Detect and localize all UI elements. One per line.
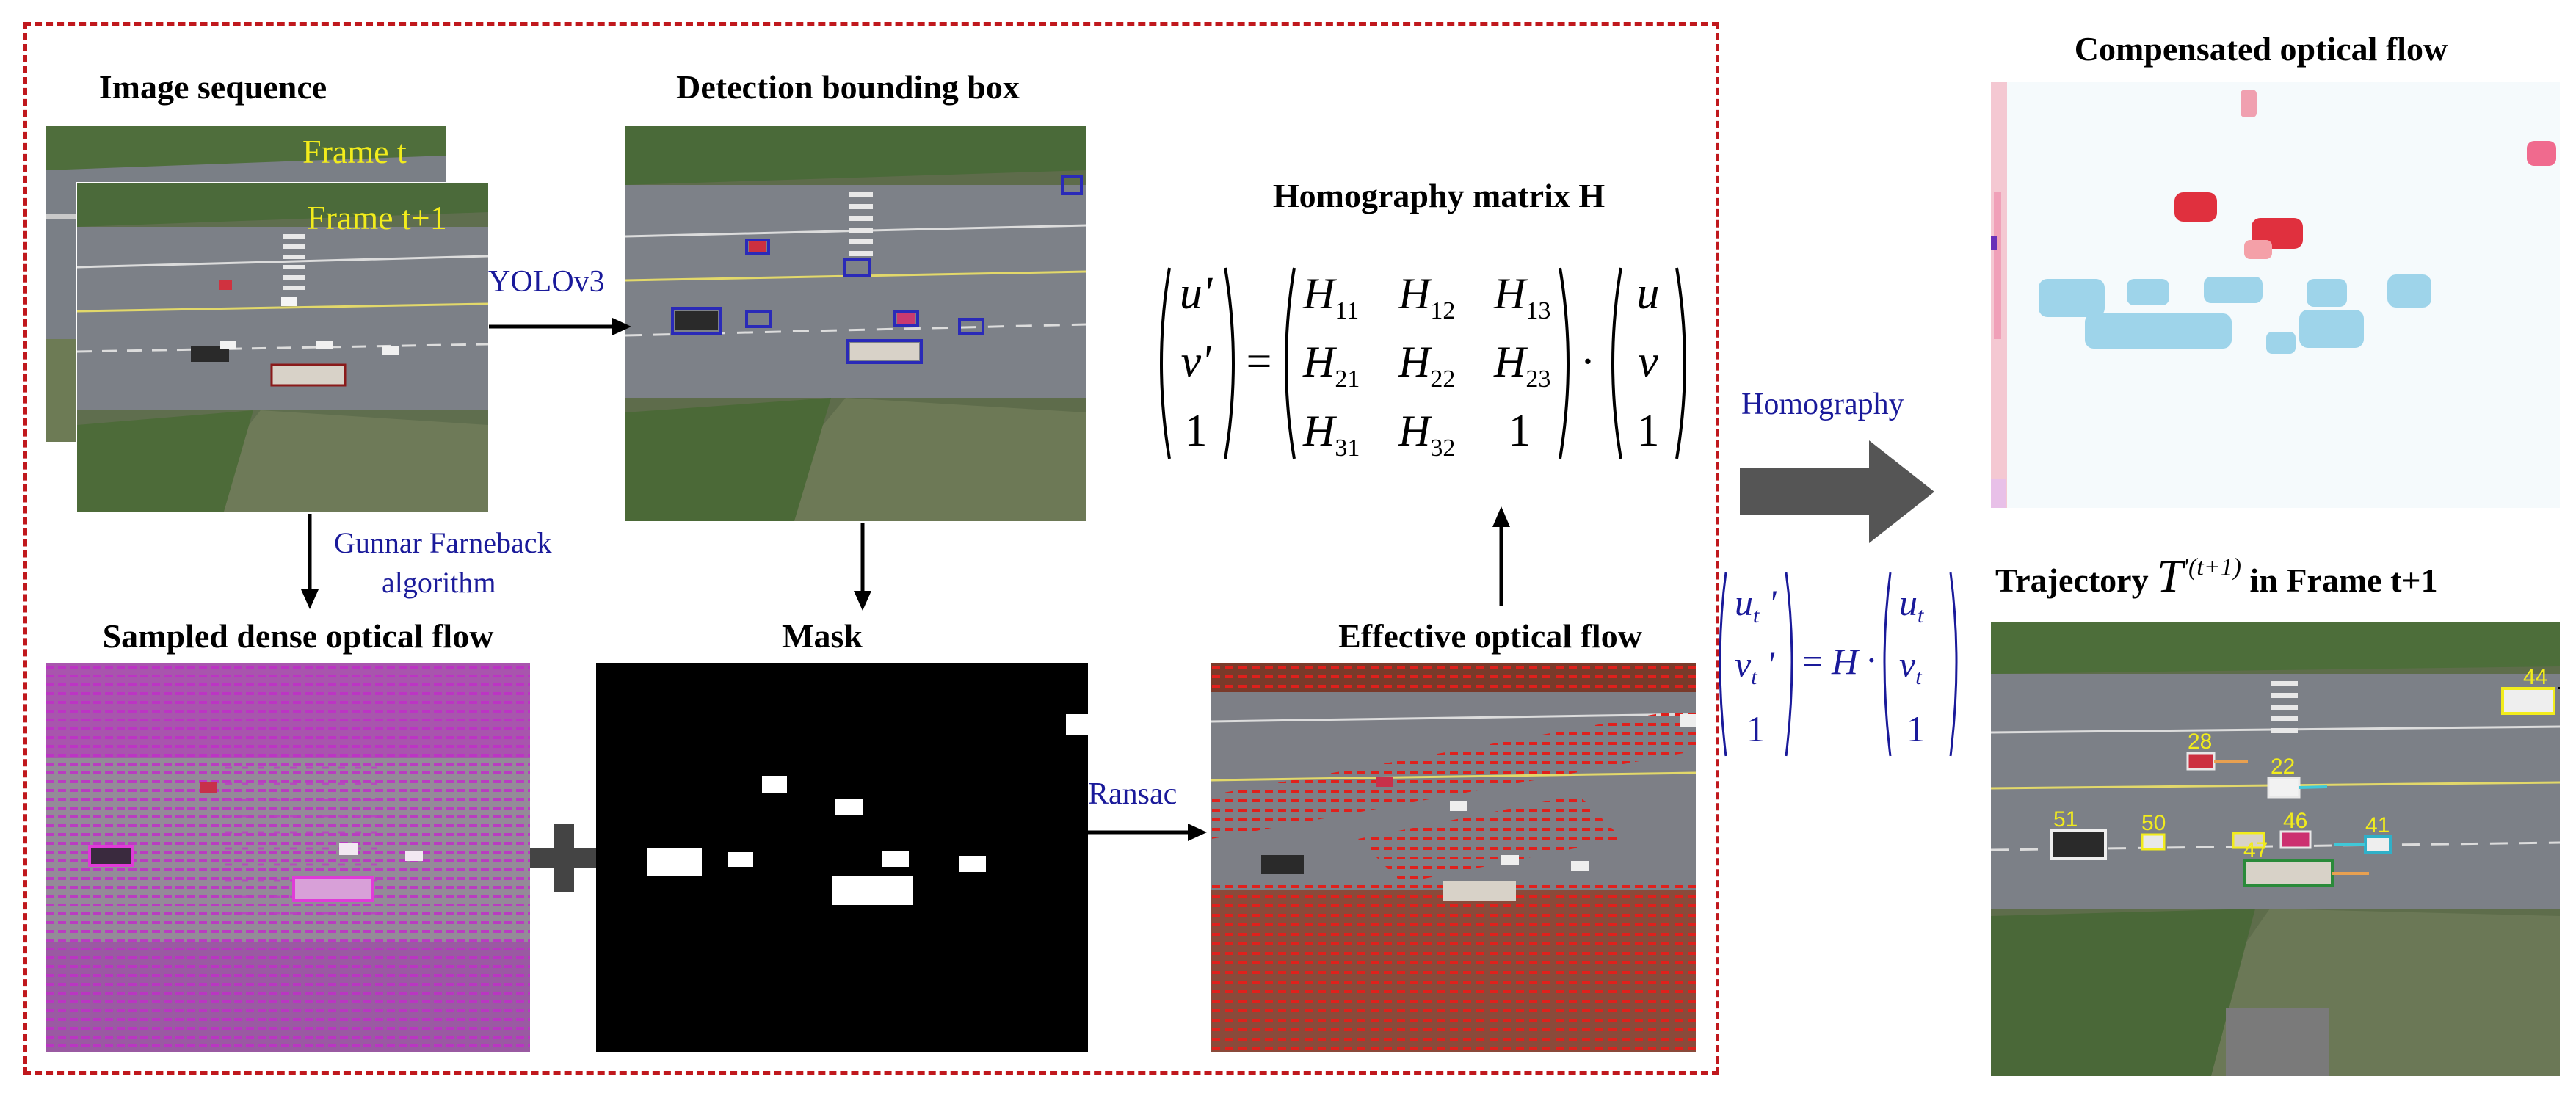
svg-text:H23: H23 bbox=[1493, 338, 1550, 393]
trajectory-equation: ut ' vt ' 1 = H · ut vt 1 bbox=[1719, 572, 1958, 757]
arrow-ransac bbox=[1086, 824, 1207, 841]
track-id-44: 44 bbox=[2523, 665, 2547, 689]
svg-text:H32: H32 bbox=[1398, 407, 1455, 462]
compensated-flow-image bbox=[1991, 82, 2560, 508]
arrow-to-homography bbox=[1492, 506, 1510, 606]
trajectory-symbol: T'(t+1) bbox=[2157, 550, 2241, 602]
frame-t1-image bbox=[76, 182, 489, 512]
pipeline-frame bbox=[23, 22, 1719, 1075]
svg-text:ut ': ut ' bbox=[1735, 582, 1777, 628]
title-image-sequence: Image sequence bbox=[98, 68, 327, 106]
svg-text:u': u' bbox=[1180, 269, 1213, 319]
svg-text:v': v' bbox=[1181, 337, 1213, 387]
title-homography-matrix: Homography matrix H bbox=[1272, 177, 1606, 214]
svg-text:vt ': vt ' bbox=[1735, 644, 1775, 689]
sampled-flow-image bbox=[46, 663, 530, 1052]
svg-text:1: 1 bbox=[1637, 406, 1660, 456]
trajectory-prefix: Trajectory bbox=[1995, 561, 2149, 599]
track-id-22: 22 bbox=[2271, 755, 2295, 779]
svg-text:1: 1 bbox=[1185, 406, 1208, 456]
label-farneback-line1: Gunnar Farneback bbox=[334, 526, 552, 559]
title-effective-flow: Effective optical flow bbox=[1338, 617, 1642, 655]
trajectory-image: 44 28 22 51 50 46 41 47 bbox=[1991, 622, 2560, 1076]
svg-text:=: = bbox=[1802, 641, 1823, 682]
detection-image bbox=[625, 126, 1086, 521]
label-ransac: Ransac bbox=[1088, 777, 1178, 811]
svg-text:=: = bbox=[1247, 337, 1272, 387]
track-id-46: 46 bbox=[2283, 809, 2307, 833]
arrow-farneback bbox=[301, 514, 319, 609]
plus-icon bbox=[530, 824, 598, 892]
title-mask: Mask bbox=[782, 617, 863, 655]
svg-text:vt: vt bbox=[1899, 644, 1922, 689]
svg-text:H21: H21 bbox=[1302, 338, 1360, 393]
track-id-51: 51 bbox=[2053, 807, 2078, 832]
track-id-50: 50 bbox=[2141, 811, 2166, 835]
label-homography: Homography bbox=[1741, 388, 1904, 421]
svg-text:H: H bbox=[1831, 641, 1860, 682]
svg-text:H12: H12 bbox=[1398, 269, 1455, 324]
svg-text:v: v bbox=[1638, 337, 1658, 387]
arrow-to-mask bbox=[854, 523, 871, 611]
svg-text:1: 1 bbox=[1509, 406, 1531, 456]
svg-text:1: 1 bbox=[1746, 708, 1765, 749]
arrow-yolo bbox=[489, 318, 631, 335]
track-id-28: 28 bbox=[2188, 730, 2212, 754]
svg-text:·: · bbox=[1865, 639, 1878, 680]
svg-text:1: 1 bbox=[1906, 708, 1925, 749]
mask-image bbox=[596, 663, 1088, 1052]
svg-text:H31: H31 bbox=[1302, 407, 1360, 462]
title-compensated-flow: Compensated optical flow bbox=[2074, 30, 2448, 68]
track-id-47: 47 bbox=[2243, 838, 2268, 862]
arrow-homography-big bbox=[1740, 440, 1934, 543]
track-id-41: 41 bbox=[2365, 813, 2390, 837]
homography-equation: u' v' 1 = · u v 1 H11 H12 H13 H21 H22 H2… bbox=[1160, 267, 1686, 462]
effective-flow-image bbox=[1211, 663, 1696, 1052]
title-detection-bbox: Detection bounding box bbox=[676, 68, 1020, 106]
label-yolo: YOLOv3 bbox=[488, 265, 605, 299]
label-farneback-line2: algorithm bbox=[382, 566, 496, 599]
svg-text:·: · bbox=[1581, 337, 1596, 387]
title-sampled-flow: Sampled dense optical flow bbox=[102, 617, 494, 655]
svg-text:H11: H11 bbox=[1302, 269, 1359, 324]
svg-text:ut: ut bbox=[1899, 582, 1924, 628]
title-trajectory: Trajectory T'(t+1) in Frame t+1 bbox=[1995, 549, 2553, 603]
svg-text:H22: H22 bbox=[1398, 338, 1455, 393]
frame-t-label: Frame t bbox=[302, 133, 407, 170]
frame-t1-label: Frame t+1 bbox=[307, 199, 447, 236]
svg-text:u: u bbox=[1637, 269, 1660, 319]
trajectory-suffix: in Frame t+1 bbox=[2249, 561, 2438, 599]
svg-text:H13: H13 bbox=[1493, 269, 1550, 324]
